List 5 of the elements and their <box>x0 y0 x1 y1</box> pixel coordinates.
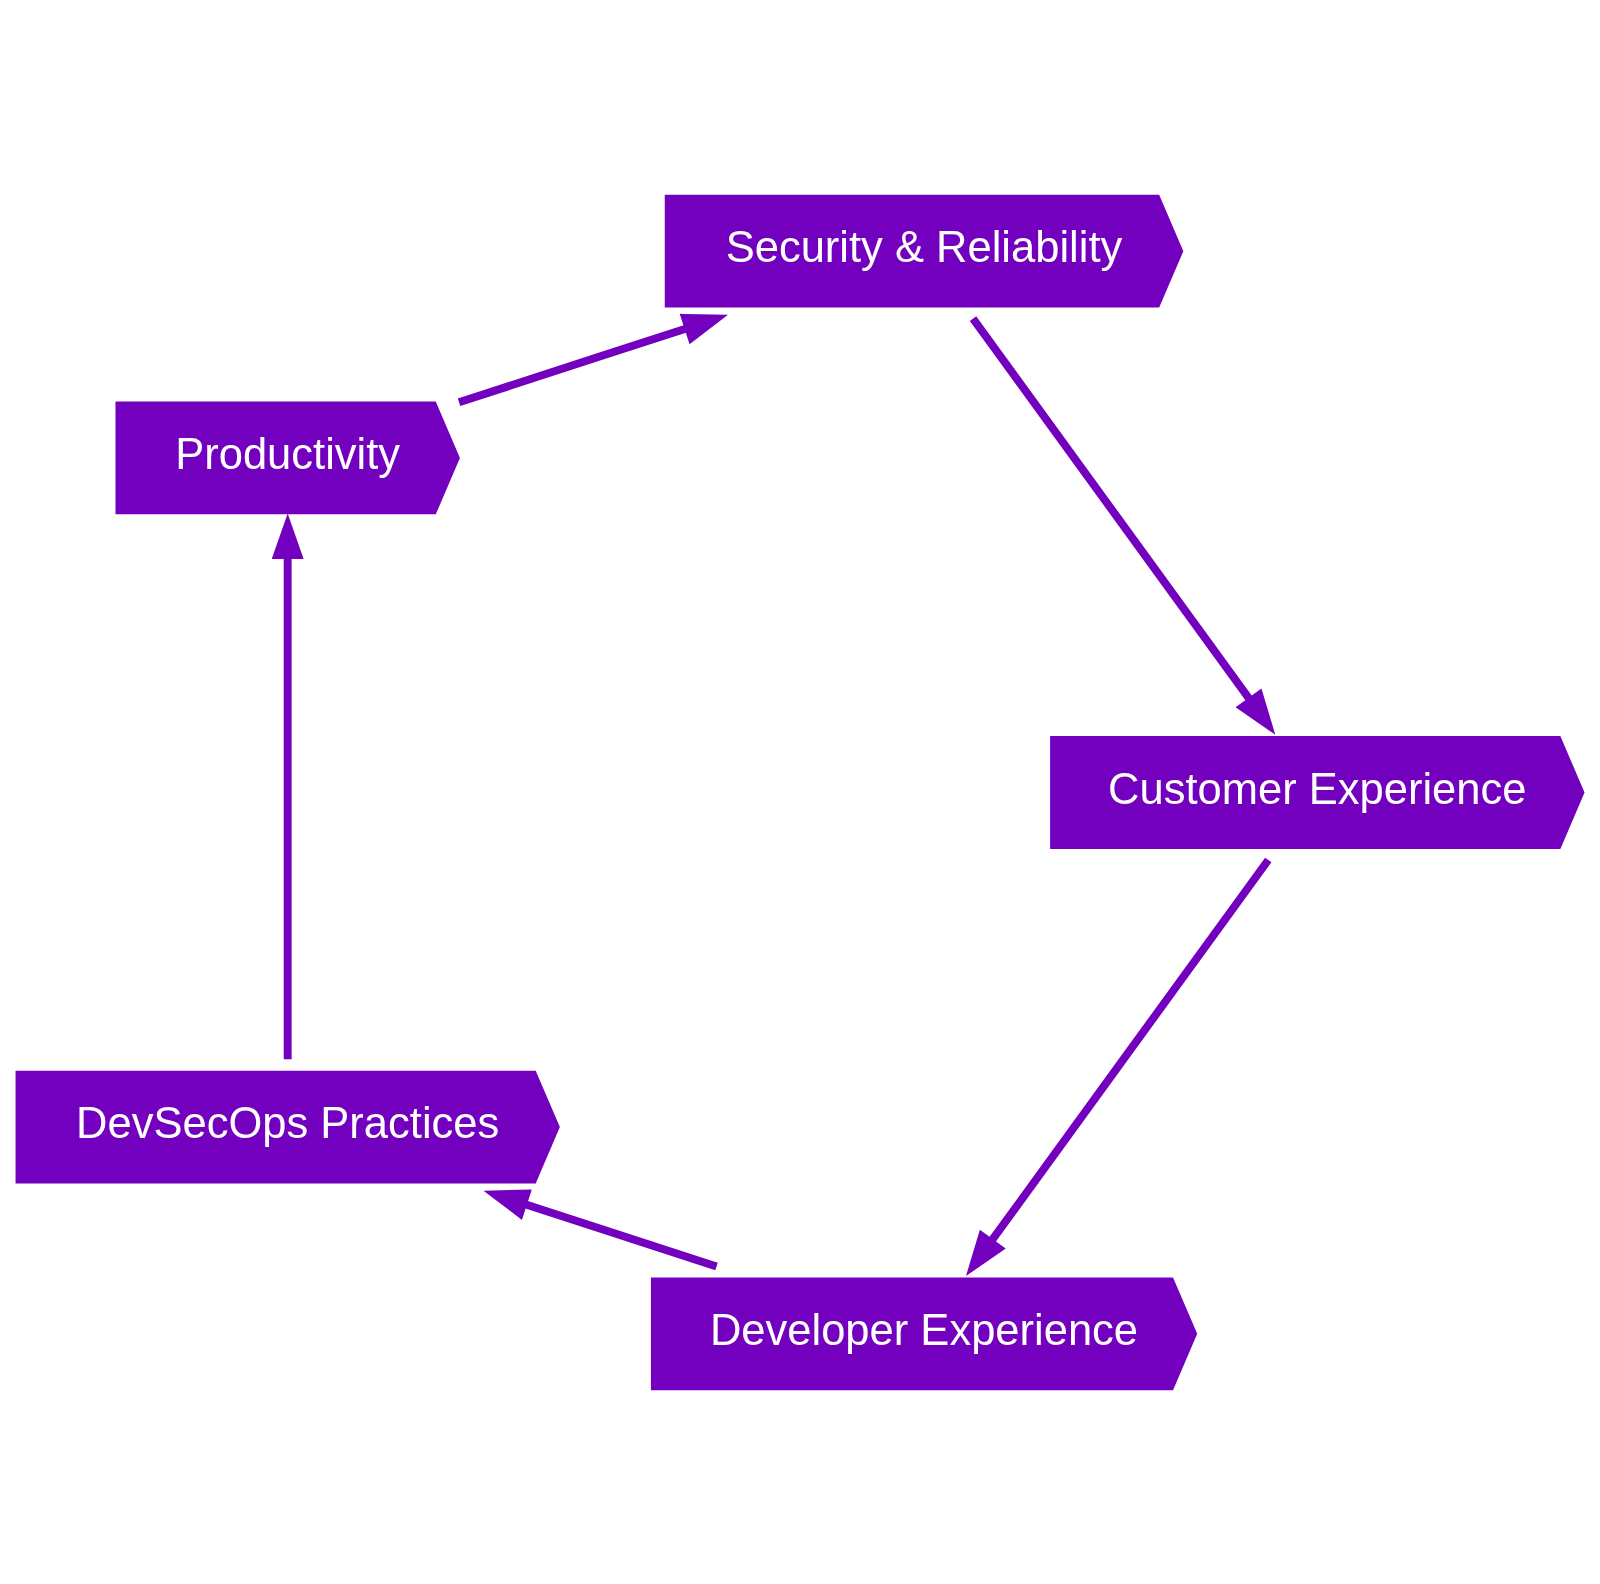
arrow <box>483 1189 718 1270</box>
arrow <box>271 513 304 1059</box>
arrow <box>969 315 1276 735</box>
arrow <box>965 857 1272 1276</box>
arrow <box>457 313 729 406</box>
